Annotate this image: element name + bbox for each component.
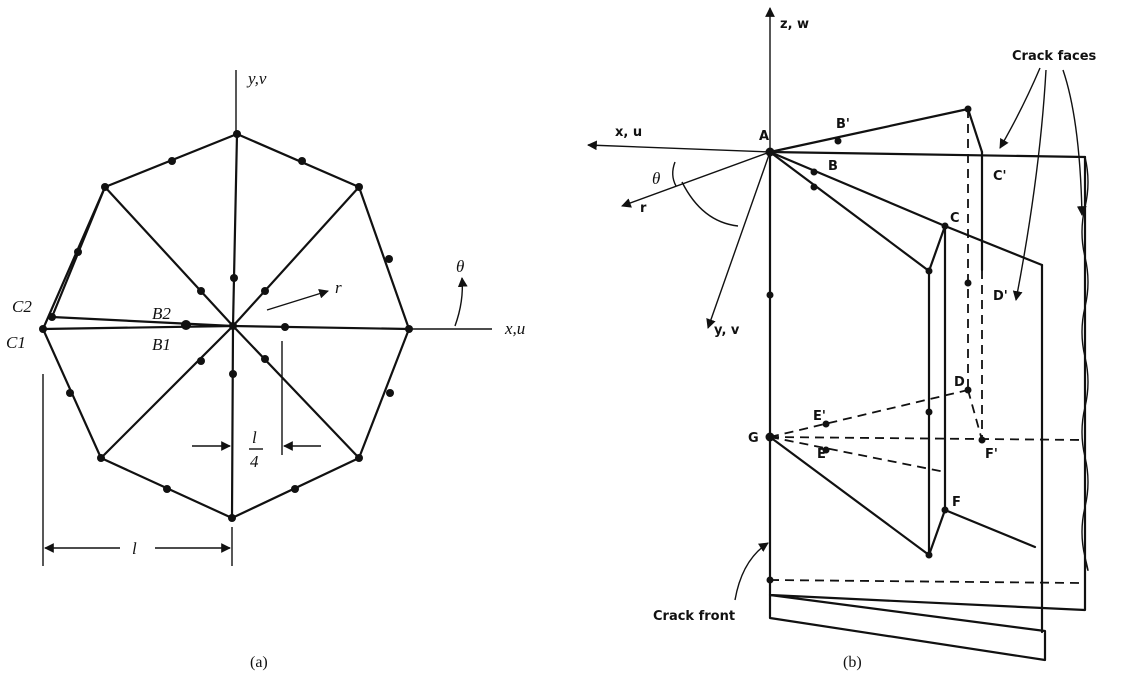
edge-c-prime-vertical: [966, 107, 984, 154]
label-c1: C1: [6, 333, 26, 352]
crack-face-bottom: [768, 593, 1047, 662]
label-axis-y-b: y, v: [714, 323, 740, 338]
y-axis-b: [706, 151, 771, 329]
label-node-e-prime: E': [813, 409, 826, 424]
spoke-bottom-left: [99, 324, 235, 460]
crack-faces-arrow-3: [1062, 69, 1087, 216]
figure-a: y,v x,u θ r C2 C1 B2 B1 l 4 l (a): [6, 69, 525, 671]
theta-arc-small: [672, 161, 677, 187]
crack-face-outline: [768, 155, 1087, 612]
edge-a-top-right: [768, 107, 970, 154]
label-b1: B1: [152, 335, 171, 354]
label-node-a: A: [759, 129, 769, 144]
edge-f-right: [943, 508, 1037, 549]
mesh-nodes: [39, 130, 413, 522]
x-axis-b: [587, 140, 771, 153]
label-b2: B2: [152, 304, 171, 323]
label-axis-x-a: x,u: [504, 319, 525, 338]
edge-a-to-c: [768, 150, 947, 228]
label-node-f-prime: F': [985, 447, 998, 462]
hidden-g-to-e: [769, 436, 946, 473]
r-axis: [621, 151, 771, 208]
label-dim-full: l: [132, 539, 137, 558]
label-node-e: E: [817, 447, 826, 462]
crack-face-wavy-edge: [1081, 156, 1089, 571]
label-node-b: B: [828, 159, 838, 174]
crack-face-top-edge: [768, 150, 1087, 159]
hidden-bottom-edge: [769, 579, 1081, 584]
label-theta-a: θ: [456, 257, 464, 276]
label-crack-front: Crack front: [653, 609, 735, 624]
spoke-bottom-right: [231, 324, 361, 460]
spoke-top-right: [231, 185, 361, 328]
hidden-g-to-f-prime: [769, 436, 1086, 441]
label-dim-quarter-num: l: [252, 428, 257, 447]
crack-line-upper: [50, 315, 235, 328]
spoke-right: [231, 324, 411, 331]
label-node-b-prime: B': [836, 117, 850, 132]
crack-faces-arrow-2: [1012, 69, 1047, 301]
label-node-f: F: [952, 495, 961, 510]
label-node-g: G: [748, 431, 759, 446]
label-axis-x-b: x, u: [615, 125, 642, 140]
edge-c-left-top: [927, 224, 947, 273]
label-axis-z: z, w: [780, 17, 809, 32]
crack-front-arrow: [734, 542, 769, 601]
theta-arc-large: [681, 181, 739, 227]
caption-a: (a): [250, 654, 268, 671]
label-r-a: r: [335, 278, 342, 297]
edge-a-down-left: [768, 150, 931, 273]
figure-b: z, w x, u r y, v θ A B B' C C' D D' E E'…: [587, 7, 1097, 671]
crack-line-lower: [41, 324, 235, 331]
label-node-c: C: [950, 211, 960, 226]
edge-c-to-right: [943, 224, 1044, 267]
caption-b: (b): [843, 654, 862, 671]
label-c2: C2: [12, 297, 32, 316]
spoke-bottom: [230, 324, 235, 520]
spoke-top: [231, 132, 239, 328]
label-theta-b: θ: [652, 169, 660, 188]
mesh-nodes-b: [765, 105, 986, 584]
label-node-c-prime: C': [993, 169, 1007, 184]
theta-arc-arrow: [454, 277, 468, 327]
hidden-g-to-e-prime: [769, 389, 969, 438]
label-crack-faces: Crack faces: [1012, 49, 1097, 64]
crack-faces-arrow-1: [999, 67, 1041, 149]
r-arrow: [266, 288, 329, 311]
edge-f-bottom: [927, 508, 947, 557]
hidden-d-to-f-prime: [967, 389, 983, 441]
label-axis-y-a: y,v: [246, 69, 267, 88]
edge-g-to-f: [768, 435, 931, 557]
label-axis-r-b: r: [640, 201, 647, 216]
label-dim-quarter-den: 4: [250, 452, 259, 471]
label-node-d-prime: D': [993, 289, 1008, 304]
spoke-top-left: [103, 185, 235, 328]
label-node-d: D: [954, 375, 965, 390]
